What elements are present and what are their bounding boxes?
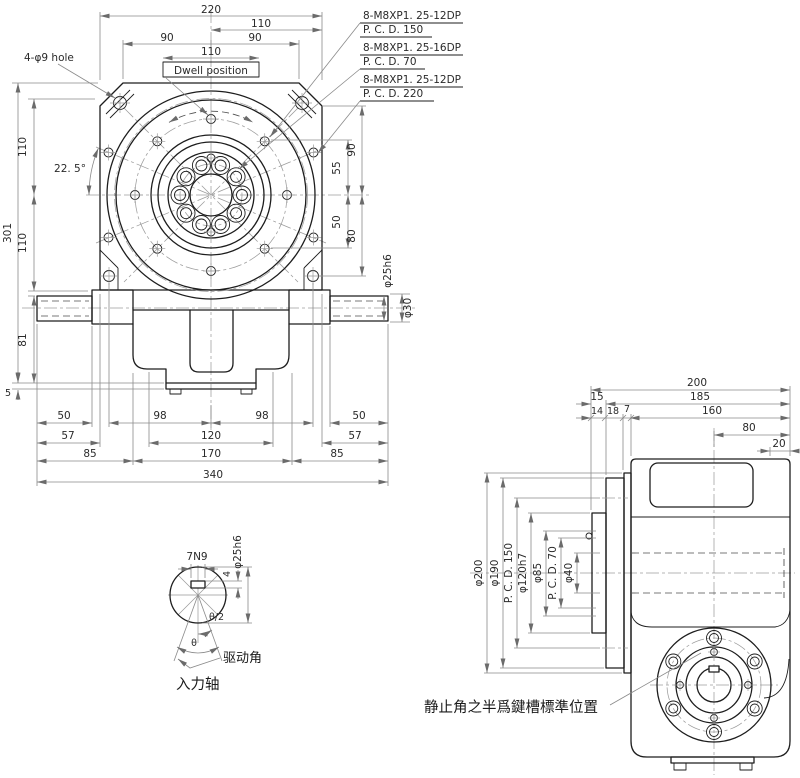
dim-90-left: 90: [160, 32, 173, 44]
dim-shaft-dia: φ25h6: [382, 254, 394, 288]
dim-20: 20: [772, 438, 785, 450]
dim-220: 220: [201, 4, 221, 16]
dim-18: 18: [607, 406, 619, 417]
dim-200: 200: [687, 377, 707, 389]
dim-85-r: 85: [330, 448, 343, 460]
thread-note-2-line1: 8-M8XP1. 25-16DP: [363, 42, 461, 54]
side-view: 200 15 185 14 18 7 160 80 20: [424, 377, 800, 775]
input-shaft-label: 入力轴: [176, 676, 220, 693]
dim-110-lower: 110: [17, 233, 29, 253]
thread-note-3-line2: P. C. D. 220: [363, 88, 423, 100]
shaft-detail-view: 7N9 4 φ25h6 θ/2 θ 驱动角 入力轴: [168, 535, 262, 693]
side-keyway: [708, 665, 720, 673]
dim-angle-22-5: 22. 5°: [54, 163, 86, 175]
dim-80: 80: [742, 422, 755, 434]
front-body: [36, 82, 389, 395]
thread-note-3-line1: 8-M8XP1. 25-12DP: [363, 74, 461, 86]
dim-57-r: 57: [348, 430, 361, 442]
dim-50-br: 50: [352, 410, 365, 422]
dim-50-bl: 50: [57, 410, 70, 422]
thread-note-2-line2: P. C. D. 70: [363, 56, 417, 68]
front-thread-notes: 8-M8XP1. 25-12DP P. C. D. 150 8-M8XP1. 2…: [238, 10, 463, 170]
dim-key-width: 7N9: [186, 551, 207, 563]
side-body: [585, 458, 791, 771]
dim-key-depth: 4: [222, 571, 233, 577]
dim-15: 15: [590, 391, 603, 403]
side-dimensions: 200 15 185 14 18 7 160 80 20: [473, 377, 800, 674]
dim-7: 7: [624, 404, 630, 415]
dim-14: 14: [591, 406, 603, 417]
dim-dia-85: φ85: [532, 563, 544, 583]
dim-pcd-150: P. C. D. 150: [503, 543, 515, 603]
dim-98-r: 98: [255, 410, 268, 422]
dim-full-angle: θ: [191, 638, 197, 649]
side-note: 静止角之半爲鍵槽標準位置: [424, 652, 702, 716]
dim-301: 301: [2, 223, 14, 243]
dim-90-side: 90: [346, 143, 358, 156]
dim-90-right: 90: [248, 32, 261, 44]
front-flange-circles: [106, 90, 316, 300]
dim-dia-120h7: φ120h7: [517, 553, 529, 593]
dim-5: 5: [5, 388, 11, 399]
dim-collar-dia: φ30: [402, 298, 414, 318]
dim-pcd-70: P. C. D. 70: [547, 546, 559, 600]
dim-110-upper: 110: [17, 137, 29, 157]
drive-angle-label: 驱动角: [223, 651, 262, 666]
front-view: 220 110 90 90 110 Dwell position 4-φ9 ho…: [2, 4, 463, 486]
thread-note-1-line2: P. C. D. 150: [363, 24, 423, 36]
side-input-flange: [656, 627, 772, 743]
dim-110-center: 110: [201, 46, 221, 58]
dim-160: 160: [702, 405, 722, 417]
hole-note: 4-φ9 hole: [24, 52, 74, 64]
dwell-position-label: Dwell position: [174, 65, 248, 77]
dim-50-side: 50: [331, 215, 343, 228]
dim-110-right: 110: [251, 18, 271, 30]
dim-340: 340: [203, 469, 223, 481]
dim-input-shaft-dia: φ25h6: [232, 535, 244, 569]
dim-185: 185: [690, 391, 710, 403]
dim-dia-40: φ40: [563, 563, 575, 583]
dim-98-l: 98: [153, 410, 166, 422]
thread-note-1-line1: 8-M8XP1. 25-12DP: [363, 10, 461, 22]
dim-dia-200: φ200: [473, 560, 485, 587]
side-centerlines: [470, 428, 795, 775]
dim-80-side: 80: [346, 229, 358, 242]
dim-120: 120: [201, 430, 221, 442]
keyway-position-note: 静止角之半爲鍵槽標準位置: [424, 699, 598, 716]
keyway: [190, 580, 206, 589]
front-dimensions: 220 110 90 90 110 Dwell position 4-φ9 ho…: [2, 4, 414, 486]
dim-half-angle: θ/2: [209, 612, 224, 623]
dim-81: 81: [17, 333, 29, 346]
dim-dia-190: φ190: [489, 560, 501, 587]
dwell-position-box: [162, 61, 260, 78]
dim-85-l: 85: [83, 448, 96, 460]
dim-170: 170: [201, 448, 221, 460]
dim-55: 55: [331, 161, 343, 174]
dim-57-l: 57: [61, 430, 74, 442]
